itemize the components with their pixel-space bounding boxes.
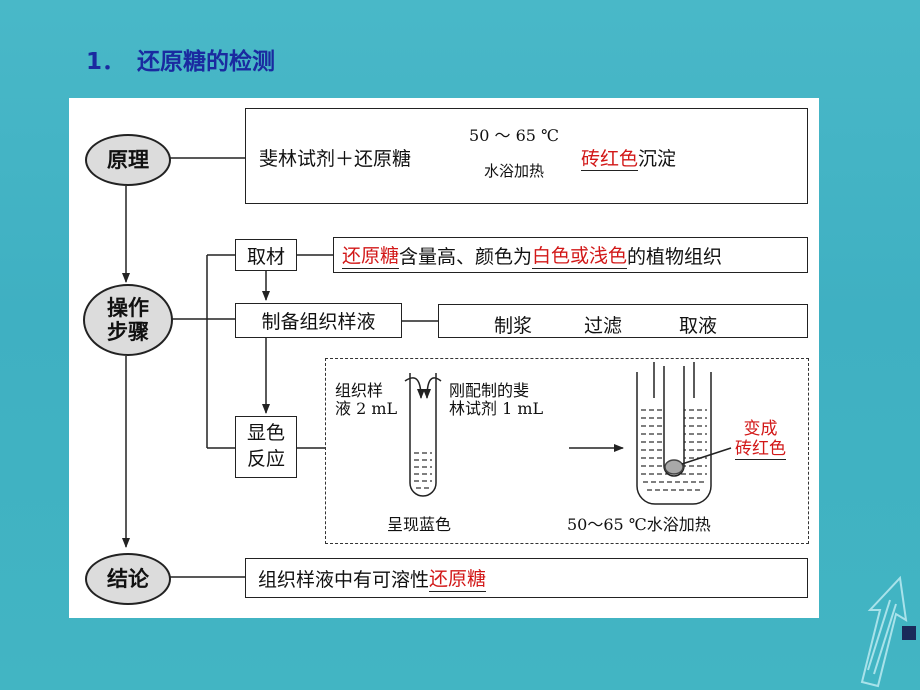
step-prepare-label: 制备组织样液 [235,303,402,338]
conclusion-highlight: 还原糖 [429,564,487,592]
principle-oval: 原理 [85,134,171,186]
sample-label: 组织样液 2 mL [335,381,398,419]
prepare-step-filter: 过滤 [584,315,623,337]
section-heading: 1． 还原糖的检测 [86,42,275,76]
prepare-step-pulp: 制浆 [494,315,533,337]
conclusion-oval: 结论 [85,553,171,605]
conclusion-box: 组织样液中有可溶性还原糖 [245,558,808,598]
reducing-sugar-diagram: 原理 操作步骤 结论 斐林试剂＋还原糖 50 ～ 65 ℃ 水浴加热 砖红色沉淀… [69,98,819,618]
prepare-step-collect: 取液 [679,315,718,337]
step-reaction-label: 显色反应 [235,416,297,478]
reagent-label: 刚配制的斐林试剂 1 mL [449,381,544,419]
material-detail-box: 还原糖含量高、颜色为白色或浅色的植物组织 [333,237,808,273]
prepare-detail-box [438,304,808,338]
decorative-arrow-icon [860,575,916,688]
steps-oval: 操作步骤 [83,284,173,356]
step-material-label: 取材 [235,239,297,271]
material-red-sugar: 还原糖 [342,241,400,269]
after-caption: 50～65 ℃水浴加热 [567,515,711,534]
experiment-box [325,358,809,544]
test-tube-blue [404,373,442,497]
material-red-color: 白色或浅色 [532,241,628,269]
result-label: 变成砖红色 [735,419,786,460]
condition-water-bath: 水浴加热 [483,162,544,180]
water-bath-beaker [636,362,732,505]
principle-box [245,108,808,204]
before-caption: 呈现蓝色 [387,515,452,534]
brick-red-highlight: 砖红色 [581,148,639,171]
section-title: 还原糖的检测 [137,49,276,75]
condition-temperature: 50 ～ 65 ℃ [469,126,559,145]
section-number: 1． [86,49,126,75]
principle-product: 砖红色沉淀 [581,148,677,171]
principle-reactants: 斐林试剂＋还原糖 [259,148,412,170]
